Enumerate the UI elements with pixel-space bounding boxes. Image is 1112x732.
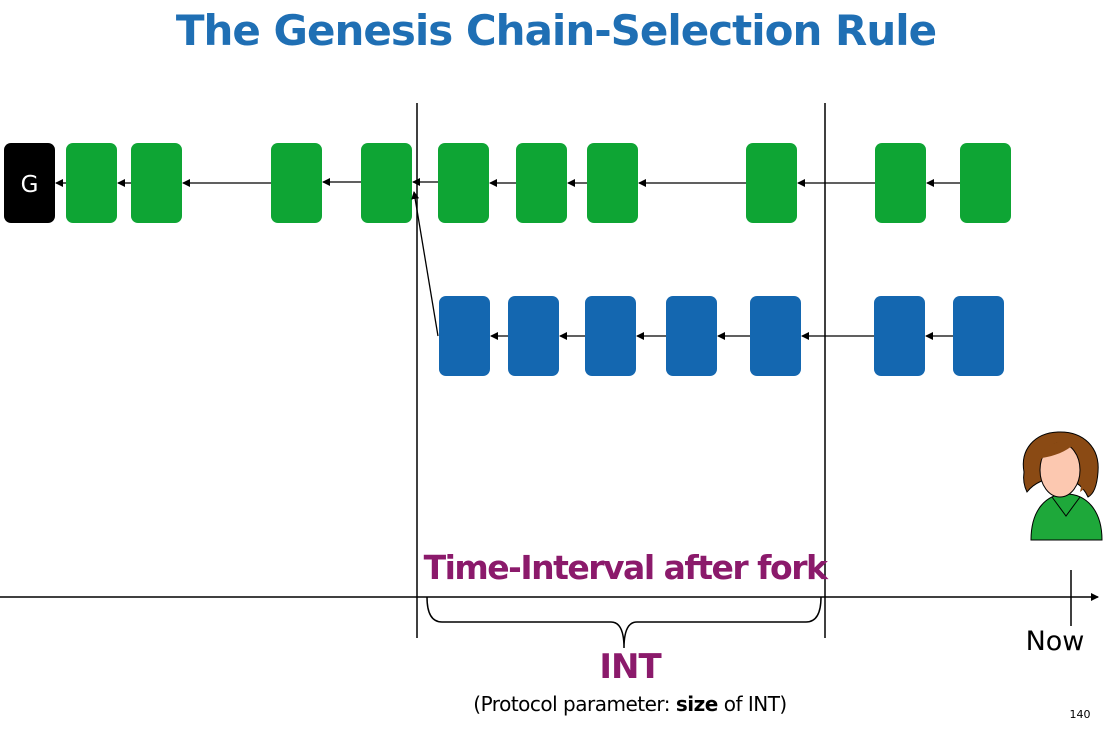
green-block xyxy=(131,143,182,223)
slide-title: The Genesis Chain-Selection Rule xyxy=(175,6,937,55)
protocol-parameter-caption: (Protocol parameter: size of INT) xyxy=(400,692,860,716)
green-block xyxy=(361,143,412,223)
blue-block xyxy=(666,296,717,376)
green-block xyxy=(516,143,567,223)
blue-block xyxy=(585,296,636,376)
genesis-block xyxy=(4,143,55,223)
blue-block xyxy=(874,296,925,376)
blue-block xyxy=(439,296,490,376)
main-chain: G xyxy=(4,143,1011,223)
green-block xyxy=(271,143,322,223)
green-block xyxy=(587,143,638,223)
now-label: Now xyxy=(1025,626,1085,657)
caption-suffix: of INT) xyxy=(717,692,788,716)
blue-block xyxy=(508,296,559,376)
blue-block xyxy=(953,296,1004,376)
green-block xyxy=(66,143,117,223)
int-label: INT xyxy=(599,647,661,687)
green-block xyxy=(746,143,797,223)
fork-arrow xyxy=(411,191,439,337)
genesis-label: G xyxy=(21,172,39,198)
interval-label: Time-Interval after fork xyxy=(423,548,828,587)
green-block xyxy=(875,143,926,223)
blue-block xyxy=(750,296,801,376)
green-block xyxy=(438,143,489,223)
caption-prefix: (Protocol parameter: xyxy=(473,692,676,716)
user-icon xyxy=(1022,431,1103,541)
page-number: 140 xyxy=(1069,708,1091,721)
caption-bold: size xyxy=(675,692,718,716)
interval-brace xyxy=(426,596,822,649)
fork-chain xyxy=(411,191,1004,376)
green-block xyxy=(960,143,1011,223)
